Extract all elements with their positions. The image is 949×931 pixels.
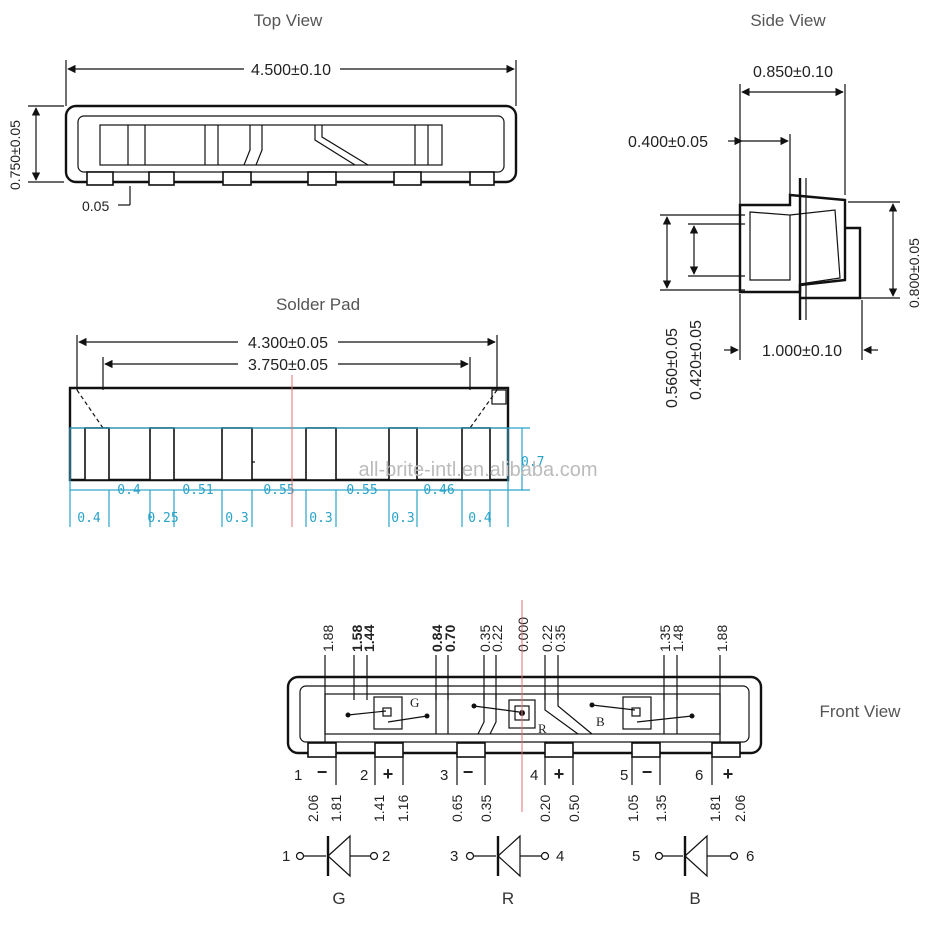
front-top-dim: 1.88 [714, 625, 730, 652]
diode-r: 3 4 R [450, 834, 564, 908]
solder-pad-height-dim: 0.7 [521, 455, 544, 470]
pin-number: 1 [294, 767, 302, 784]
solder-gap: 0.4 [117, 483, 141, 498]
side-base-dim: 1.000±0.10 [762, 343, 842, 360]
front-top-dims: 1.88 1.58 1.44 0.84 0.70 0.35 0.22 0.000… [320, 617, 730, 652]
solder-pad-width: 0.4 [77, 511, 101, 526]
front-bottom-dim: 1.41 [371, 795, 387, 822]
side-inner-outer-dim: 0.560±0.05 [664, 328, 681, 408]
side-view: Side View 0.850±0.10 0.400±0.05 0.800±0.… [628, 11, 922, 408]
pin-number: 2 [360, 767, 368, 784]
pin-sign: + [554, 764, 565, 784]
front-top-dim: 0.84 [429, 625, 445, 652]
front-top-dim: 1.48 [670, 625, 686, 652]
front-bottom-dims: 2.06 1.81 1.41 1.16 0.65 0.35 0.20 0.50 … [305, 795, 748, 822]
solder-pad-width: 0.3 [309, 511, 332, 526]
solder-gap: 0.55 [346, 483, 377, 498]
front-top-dim: 0.000 [515, 617, 531, 652]
pin-sign: − [463, 762, 474, 782]
front-bottom-dim: 2.06 [305, 795, 321, 822]
watermark: all-brite-intl.en.alibaba.com [358, 459, 597, 481]
pin-sign: + [723, 764, 734, 784]
side-lip-dim: 0.400±0.05 [628, 134, 708, 151]
pin-number: 3 [440, 767, 448, 784]
front-top-dim: 1.44 [361, 625, 377, 652]
front-bottom-dim: 2.06 [732, 795, 748, 822]
solder-gap: 0.46 [423, 483, 454, 498]
front-bottom-dim: 1.16 [395, 795, 411, 822]
front-bottom-dim: 1.05 [625, 795, 641, 822]
pin-number: 6 [695, 767, 703, 784]
diode-pin-right: 4 [556, 848, 564, 865]
front-view: Front View 1.88 1.58 1.44 0.84 0.70 0.35… [286, 600, 902, 822]
front-bottom-dim: 0.35 [478, 795, 494, 822]
front-view-title: Front View [820, 702, 902, 721]
front-top-dim: 0.22 [489, 625, 505, 652]
front-bottom-dim: 1.81 [707, 795, 723, 822]
pin-number: 4 [530, 767, 538, 784]
solder-outer-span-dim: 4.300±0.05 [248, 335, 328, 352]
side-view-title: Side View [750, 11, 826, 30]
solder-inner-span-dim: 3.750±0.05 [248, 357, 328, 374]
pin-sign: + [383, 764, 394, 784]
front-top-dim: 0.35 [552, 625, 568, 652]
top-view-title: Top View [254, 11, 323, 30]
front-bottom-dim: 0.50 [566, 795, 582, 822]
front-bottom-dim: 0.20 [537, 795, 553, 822]
diode-symbols: 1 2 G 3 4 R 5 [282, 834, 754, 908]
pin-sign: − [317, 762, 328, 782]
solder-gap: 0.55 [263, 483, 294, 498]
diode-color-label: G [332, 889, 345, 908]
diode-pin-left: 3 [450, 848, 458, 865]
front-top-dim: 0.22 [539, 625, 555, 652]
chip-label-b: B [596, 714, 605, 729]
top-length-dim: 4.500±0.10 [251, 62, 331, 79]
side-depth-dim: 0.850±0.10 [753, 64, 833, 81]
solder-pad-title: Solder Pad [276, 295, 360, 314]
top-height-dim: 0.750±0.05 [7, 120, 23, 190]
diode-pin-left: 1 [282, 848, 290, 865]
diode-color-label: B [689, 889, 700, 908]
solder-gap: 0.51 [182, 483, 213, 498]
diode-pin-right: 2 [382, 848, 390, 865]
chip-label-r: R [538, 721, 547, 736]
top-view: Top View 4.500±0.10 0.750±0.05 [7, 11, 518, 214]
top-gap-dim: 0.05 [82, 198, 109, 214]
diode-b: 5 6 B [632, 834, 754, 908]
side-inner-inner-dim: 0.420±0.05 [688, 320, 705, 400]
front-bottom-dim: 0.65 [449, 795, 465, 822]
pin-sign: − [642, 762, 653, 782]
pin-number: 5 [620, 767, 628, 784]
front-top-dim: 0.70 [442, 625, 458, 652]
diode-pin-left: 5 [632, 848, 640, 865]
chip-label-g: G [410, 695, 419, 710]
side-height-dim: 0.800±0.05 [906, 238, 922, 308]
solder-pad-width: 0.3 [225, 511, 248, 526]
front-top-dim: 1.88 [320, 625, 336, 652]
front-top-dim: 1.35 [657, 625, 673, 652]
diode-color-label: R [502, 889, 514, 908]
front-bottom-dim: 1.81 [328, 795, 344, 822]
solder-pad-width: 0.25 [147, 511, 178, 526]
front-top-dim: 0.35 [477, 625, 493, 652]
solder-pad-width: 0.3 [391, 511, 414, 526]
diode-g: 1 2 G [282, 834, 390, 908]
solder-pad-view: Solder Pad 4.300±0.05 3.750±0.05 0.7 [68, 295, 598, 527]
front-bottom-dim: 1.35 [653, 795, 669, 822]
front-top-dim: 1.58 [349, 625, 365, 652]
solder-pad-width: 0.4 [468, 511, 492, 526]
diode-pin-right: 6 [746, 848, 754, 865]
